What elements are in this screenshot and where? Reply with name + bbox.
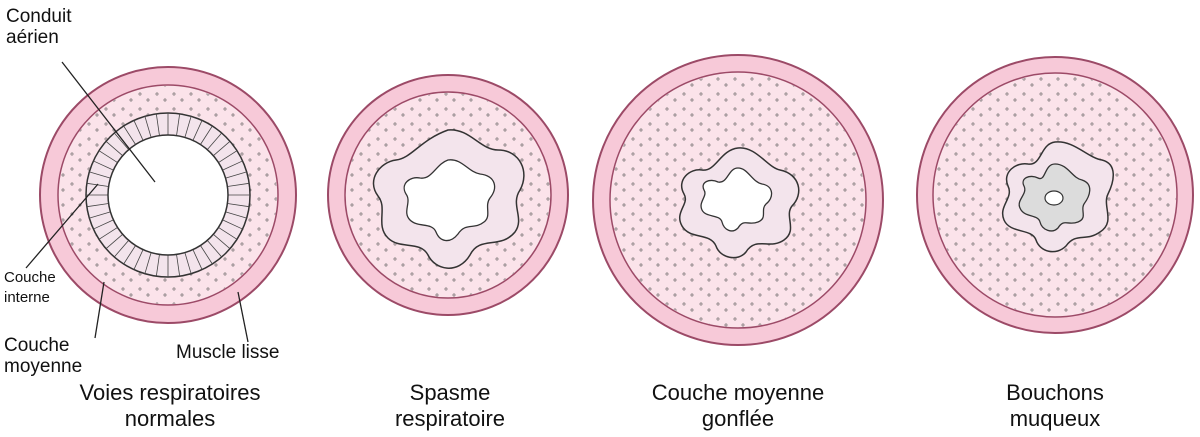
cell-divider xyxy=(86,203,109,208)
caption-swollen: Couche moyenne gonflée xyxy=(651,380,825,431)
cell-divider xyxy=(155,254,160,277)
cell-divider xyxy=(192,120,203,141)
cell-divider xyxy=(98,227,118,240)
cell-divider xyxy=(133,120,144,141)
cell-divider xyxy=(222,160,243,171)
cell-divider xyxy=(89,211,111,219)
residual-lumen xyxy=(1044,190,1064,206)
cell-divider xyxy=(144,116,152,138)
caption-spasm: Spasme respiratoire xyxy=(394,380,506,431)
cell-divider xyxy=(218,150,238,163)
airway-label: Conduit aérien xyxy=(6,6,72,48)
cell-divider xyxy=(113,240,130,258)
epithelial-cells xyxy=(86,113,250,277)
cell-divider xyxy=(105,140,123,157)
cell-divider xyxy=(218,227,238,240)
airway-leader-line xyxy=(61,61,156,183)
cell-divider xyxy=(213,233,231,250)
panel-swollen xyxy=(592,54,884,346)
panel-mucus xyxy=(916,56,1194,334)
cell-divider xyxy=(176,113,181,136)
middle-layer-leader-line xyxy=(94,281,105,339)
inner-layer-label: Couche interne xyxy=(4,269,56,306)
cell-divider xyxy=(192,249,203,270)
cell-divider xyxy=(155,113,160,136)
cell-divider xyxy=(123,125,136,145)
cell-divider xyxy=(225,211,247,219)
cell-divider xyxy=(123,245,136,265)
smooth-muscle-label: Muscle lisse xyxy=(176,342,280,363)
cell-divider xyxy=(98,150,118,163)
cell-divider xyxy=(184,252,192,274)
panel-spasm xyxy=(327,74,569,316)
cell-divider xyxy=(105,233,123,250)
cell-divider xyxy=(184,116,192,138)
cell-divider xyxy=(200,245,213,265)
airway-lumen xyxy=(107,134,229,256)
cell-divider xyxy=(93,219,114,230)
cell-divider xyxy=(206,132,223,150)
inner-layer-leader-line xyxy=(25,183,99,269)
airway-lumen xyxy=(403,159,496,242)
cell-divider xyxy=(144,252,152,274)
cell-divider xyxy=(227,203,250,208)
panel-normal xyxy=(39,66,297,324)
cell-divider xyxy=(93,160,114,171)
cell-divider xyxy=(89,171,111,179)
cell-divider xyxy=(200,125,213,145)
cell-divider xyxy=(113,132,130,150)
caption-mucus: Bouchons muqueux xyxy=(1006,380,1104,431)
cell-divider xyxy=(227,182,250,187)
cell-divider xyxy=(176,254,181,277)
cell-divider xyxy=(206,240,223,258)
caption-normal: Voies respiratoires normales xyxy=(79,380,261,431)
cell-divider xyxy=(222,219,243,230)
airway-lumen xyxy=(700,167,773,232)
cell-divider xyxy=(213,140,231,157)
cell-divider xyxy=(225,171,247,179)
smooth-muscle-leader-line xyxy=(237,291,249,343)
middle-layer-label: Couche moyenne xyxy=(4,335,83,377)
cell-divider xyxy=(133,249,144,270)
